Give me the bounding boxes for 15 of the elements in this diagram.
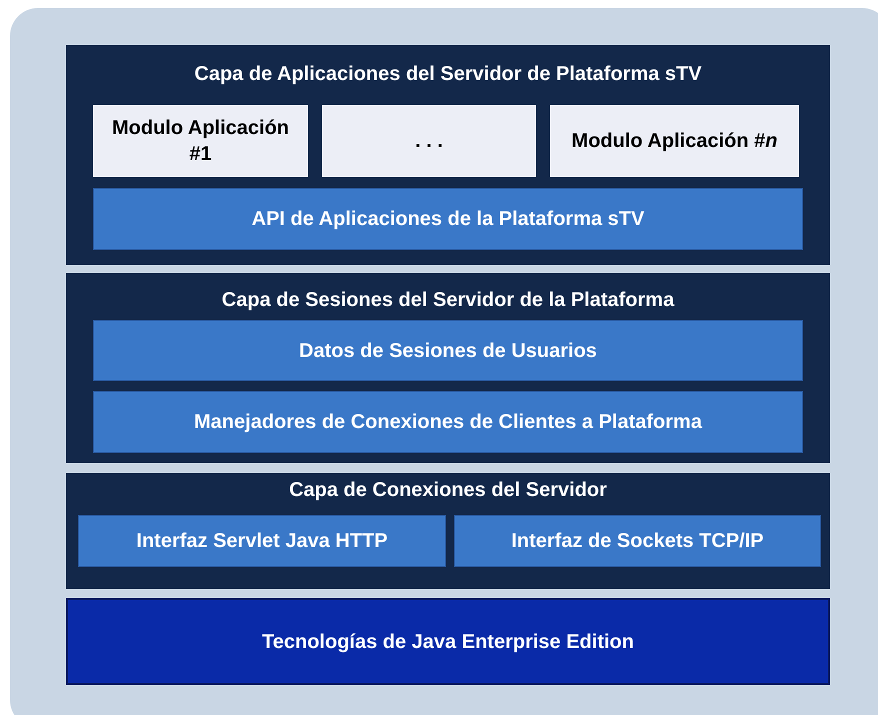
component-box: Manejadores de Conexiones de Clientes a Plataforma bbox=[93, 391, 803, 453]
module-box: . . . bbox=[322, 105, 536, 177]
module-box: Modulo Aplicación #1 bbox=[93, 105, 308, 177]
layer-title: Capa de Sesiones del Servidor de la Plataforma bbox=[220, 289, 676, 312]
layer-title: Capa de Conexiones del Servidor bbox=[288, 479, 608, 502]
module-box: Modulo Aplicación #n bbox=[550, 105, 799, 177]
layer-panel bbox=[66, 473, 830, 589]
platform-box: Tecnologías de Java Enterprise Edition bbox=[66, 598, 830, 685]
component-box: API de Aplicaciones de la Plataforma sTV bbox=[93, 188, 803, 250]
layer-panel bbox=[66, 273, 830, 463]
layer-panel bbox=[66, 45, 830, 265]
component-box: Interfaz Servlet Java HTTP bbox=[78, 515, 446, 567]
component-box: Datos de Sesiones de Usuarios bbox=[93, 320, 803, 381]
component-box: Interfaz de Sockets TCP/IP bbox=[454, 515, 821, 567]
layer-title: Capa de Aplicaciones del Servidor de Plataforma sTV bbox=[193, 63, 703, 86]
